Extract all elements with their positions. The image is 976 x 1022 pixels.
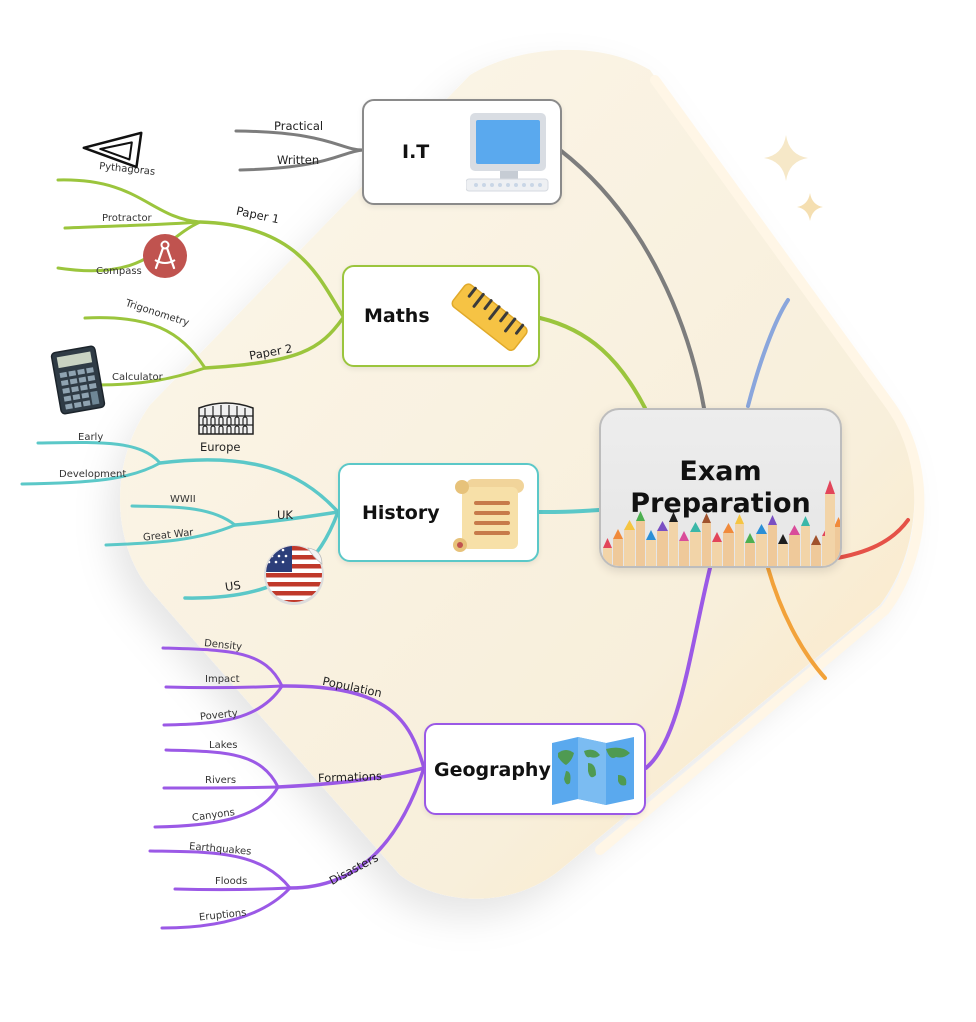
pencil-tip	[624, 520, 635, 530]
central-topic-title: Exam Preparation	[630, 456, 811, 519]
geography-leaf-lakes[interactable]: Lakes	[209, 740, 238, 751]
ruler-icon	[451, 283, 528, 351]
pencil-tip	[745, 533, 755, 543]
history-branch-europe[interactable]: Europe	[200, 440, 241, 454]
pencil-body	[825, 494, 835, 566]
colosseum-icon	[198, 402, 254, 435]
history-leaf-wwii[interactable]: WWII	[170, 494, 196, 505]
maths-leaf-compass[interactable]: Compass	[96, 266, 142, 277]
pencil-body	[834, 527, 840, 566]
pencil-tip	[613, 529, 623, 539]
pencil-tip	[712, 532, 722, 542]
topic-geography-label: Geography	[434, 759, 551, 781]
pencil-tip	[735, 514, 744, 524]
topic-it[interactable]: I.T	[362, 99, 562, 205]
topic-geography[interactable]: Geography	[424, 723, 646, 815]
history-leaf-early[interactable]: Early	[78, 432, 104, 443]
pencil-tip	[801, 516, 810, 526]
topic-maths-label: Maths	[364, 305, 430, 327]
pencil-body	[778, 544, 788, 566]
topic-it-label: I.T	[402, 141, 430, 163]
pencil-tip	[789, 525, 800, 535]
set-square-icon	[82, 131, 143, 168]
pencil-tip	[669, 512, 678, 522]
pencil-body	[745, 543, 755, 566]
pencil-tip	[657, 521, 668, 531]
topic-maths[interactable]: Maths	[342, 265, 540, 367]
topic-history[interactable]: History	[338, 463, 539, 562]
us-flag-sticker-icon	[264, 545, 324, 605]
background-outline	[595, 75, 925, 855]
pencil-tip	[603, 538, 612, 548]
pencil-tip	[679, 531, 689, 541]
it-branch-practical[interactable]: Practical	[274, 119, 324, 133]
pencil-body	[756, 534, 767, 566]
pencil-tip	[723, 523, 734, 533]
geography-leaf-impact[interactable]: Impact	[205, 674, 240, 685]
it-branch-written[interactable]: Written	[277, 153, 320, 167]
pencil-tip	[778, 534, 788, 544]
pencil-body	[735, 524, 744, 566]
pencil-body	[646, 540, 656, 566]
calculator-icon	[50, 345, 106, 415]
pencil-tip	[756, 524, 767, 534]
pencil-tip	[646, 530, 656, 540]
geography-branch-formations[interactable]: Formations	[317, 768, 383, 786]
sparkle-small	[797, 193, 823, 221]
pencil-body	[811, 545, 821, 566]
maths-leaf-calculator[interactable]: Calculator	[112, 372, 163, 383]
computer-monitor-icon	[466, 113, 549, 192]
pencil-tip	[825, 480, 835, 494]
pencil-tip	[702, 513, 711, 523]
pencil-body	[723, 533, 734, 566]
pencil-tip	[811, 535, 821, 545]
topic-history-label: History	[362, 502, 440, 524]
pencil-tip	[636, 511, 645, 521]
sparkle-large	[764, 135, 808, 181]
history-branch-uk[interactable]: UK	[277, 508, 293, 522]
pencil-body	[712, 542, 722, 566]
pencil-tip	[768, 515, 777, 525]
pencil-body	[613, 539, 623, 566]
central-topic-node[interactable]: Exam Preparation	[599, 408, 842, 568]
pencil-body	[603, 548, 612, 566]
pencil-body	[768, 525, 777, 566]
maths-leaf-protractor[interactable]: Protractor	[102, 213, 152, 224]
history-branch-us[interactable]: US	[224, 577, 242, 595]
pencil-body	[636, 521, 645, 566]
map-icon	[552, 737, 634, 805]
scroll-icon	[453, 479, 524, 552]
pencil-body	[669, 522, 678, 566]
pencil-tip	[834, 517, 840, 527]
history-leaf-development[interactable]: Development	[59, 469, 127, 480]
colored-pencils-image	[603, 480, 840, 566]
pencil-body	[624, 530, 635, 566]
pencil-body	[657, 531, 668, 566]
compass-icon	[143, 234, 187, 278]
geography-leaf-rivers[interactable]: Rivers	[205, 775, 237, 786]
pencil-body	[801, 526, 810, 566]
pencil-tip	[690, 522, 701, 532]
pencil-body	[789, 535, 800, 566]
pencil-body	[702, 523, 711, 566]
geography-leaf-floods[interactable]: Floods	[215, 876, 248, 887]
pencil-body	[690, 532, 701, 566]
pencil-body	[679, 541, 689, 566]
